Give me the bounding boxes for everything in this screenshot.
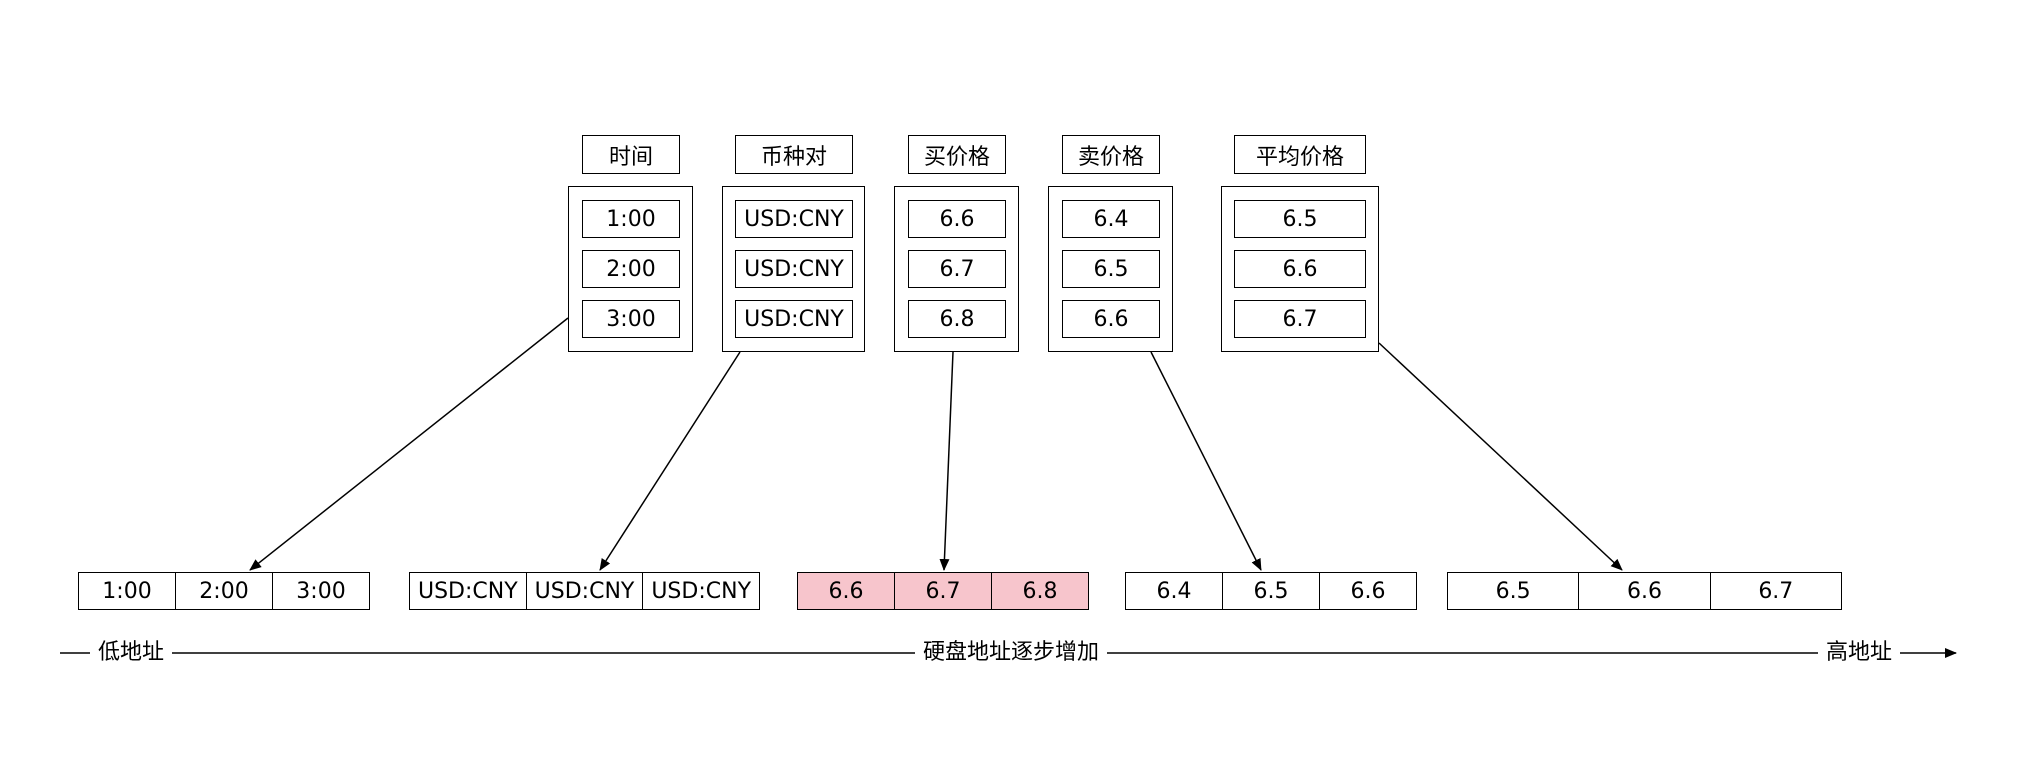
storage-cell: 6.7: [894, 573, 991, 609]
column-value-cell: 6.4: [1062, 200, 1160, 238]
arrow-sell-price: [1150, 351, 1262, 571]
storage-cell: 2:00: [175, 573, 272, 609]
column-header-time: 时间: [582, 135, 680, 174]
column-header-sell-price: 卖价格: [1062, 135, 1160, 174]
column-value-cell: 6.7: [1234, 300, 1366, 338]
column-value-cell: 1:00: [582, 200, 680, 238]
column-value-cell: 6.7: [908, 250, 1006, 288]
column-value-cell: USD:CNY: [735, 300, 853, 338]
storage-cell: 6.6: [828, 578, 864, 604]
storage-cell: 6.6: [1319, 573, 1416, 609]
arrow-currency-pair: [599, 351, 741, 571]
storage-block-time: 1:00 2:00 3:00: [78, 572, 370, 610]
column-value-cell: 3:00: [582, 300, 680, 338]
axis-middle-label: 硬盘地址逐步增加: [915, 638, 1108, 668]
storage-block-average-price: 6.5 6.6 6.7: [1447, 572, 1842, 610]
storage-block-sell-price: 6.4 6.5 6.6: [1125, 572, 1417, 610]
column-header-currency-pair: 币种对: [735, 135, 853, 174]
column-value-cell: 6.6: [1062, 300, 1160, 338]
storage-cell: 6.6: [1578, 573, 1709, 609]
column-value-cell: USD:CNY: [735, 250, 853, 288]
storage-cell: 6.8: [991, 573, 1088, 609]
column-value-cell: 6.8: [908, 300, 1006, 338]
storage-cell: 6.4: [1156, 578, 1192, 604]
column-header-average-price: 平均价格: [1234, 135, 1366, 174]
arrow-time: [249, 317, 569, 571]
column-value-cell: 6.5: [1234, 200, 1366, 238]
storage-cell: 3:00: [272, 573, 369, 609]
arrow-average-price: [1378, 342, 1623, 571]
storage-cell: 6.5: [1222, 573, 1319, 609]
column-value-cell: 6.5: [1062, 250, 1160, 288]
storage-cell: USD:CNY: [417, 578, 518, 604]
storage-cell: USD:CNY: [642, 573, 759, 609]
arrow-buy-price: [939, 351, 954, 571]
column-value-cell: 6.6: [908, 200, 1006, 238]
column-value-cell: 6.6: [1234, 250, 1366, 288]
storage-block-currency-pair: USD:CNY USD:CNY USD:CNY: [409, 572, 760, 610]
axis-high-address-label: 高地址: [1818, 638, 1901, 668]
column-header-buy-price: 买价格: [908, 135, 1006, 174]
storage-cell: 1:00: [102, 578, 152, 604]
storage-cell: 6.5: [1495, 578, 1531, 604]
storage-cell: 6.7: [1709, 573, 1841, 609]
column-value-cell: USD:CNY: [735, 200, 853, 238]
storage-cell: USD:CNY: [525, 573, 643, 609]
column-value-cell: 2:00: [582, 250, 680, 288]
storage-block-buy-price-highlighted: 6.6 6.7 6.8: [797, 572, 1089, 610]
axis-low-address-label: 低地址: [90, 638, 173, 668]
